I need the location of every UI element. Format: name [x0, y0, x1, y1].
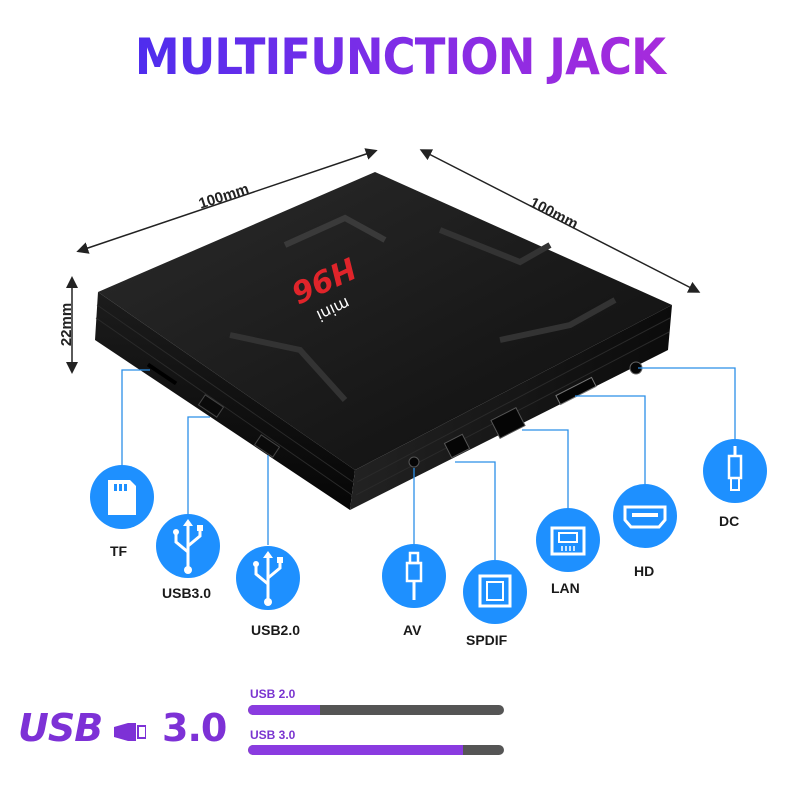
height-dimension-label: 22mm: [58, 302, 76, 347]
sd-card-icon: [90, 465, 154, 529]
usb3-speed-fill: [248, 745, 464, 755]
port-label-hd: HD: [634, 563, 655, 579]
hdmi-icon: [613, 484, 677, 548]
box-left-face: [95, 292, 355, 510]
usb-logo-version: 3.0: [162, 706, 227, 750]
usb20-port: [253, 434, 281, 458]
usb2-speed-label: USB 2.0: [250, 687, 296, 701]
usb3-speed-label: USB 3.0: [250, 728, 296, 742]
tv-box: [95, 172, 672, 510]
depth-dimension-arrow: [419, 149, 701, 293]
lan-leader-line: [522, 429, 569, 510]
av-jack-icon: [382, 544, 446, 608]
usb-icon: [156, 514, 220, 578]
av-port: [408, 456, 420, 468]
box-right-face: [350, 305, 672, 510]
dc-plug-icon: [703, 439, 767, 503]
usb2-speed-fill: [248, 705, 320, 715]
width-dimension-arrow: [76, 148, 378, 254]
usb-logo: USB 3.0: [18, 706, 248, 756]
tf-leader-line: [121, 369, 150, 470]
usb-logo-word: USB: [18, 706, 103, 750]
usb-icon: [236, 546, 300, 610]
usb-plug-icon: [114, 723, 146, 741]
port-label-spdif: SPDIF: [466, 632, 508, 648]
box-top-face: [98, 172, 672, 470]
port-label-dc: DC: [719, 513, 740, 529]
hd-leader-line: [575, 395, 646, 485]
spdif-leader-line: [455, 461, 496, 560]
usb30-leader-line: [187, 416, 210, 515]
usb2-speed-bar: [248, 705, 504, 715]
tf-slot: [146, 362, 178, 386]
port-label-usb20: USB2.0: [251, 622, 301, 638]
page-title: MULTIFUNCTION JACK: [40, 28, 760, 86]
usb30-port: [197, 394, 225, 418]
port-label-usb30: USB3.0: [162, 585, 212, 601]
usb3-speed-bar: [248, 745, 504, 755]
lan-port: [490, 407, 526, 439]
optical-port-icon: [463, 560, 527, 624]
spdif-port: [443, 433, 471, 459]
port-label-lan: LAN: [551, 580, 580, 596]
ethernet-icon: [536, 508, 600, 572]
port-label-av: AV: [403, 622, 422, 638]
port-label-tf: TF: [110, 543, 128, 559]
dc-leader-line: [638, 367, 736, 440]
